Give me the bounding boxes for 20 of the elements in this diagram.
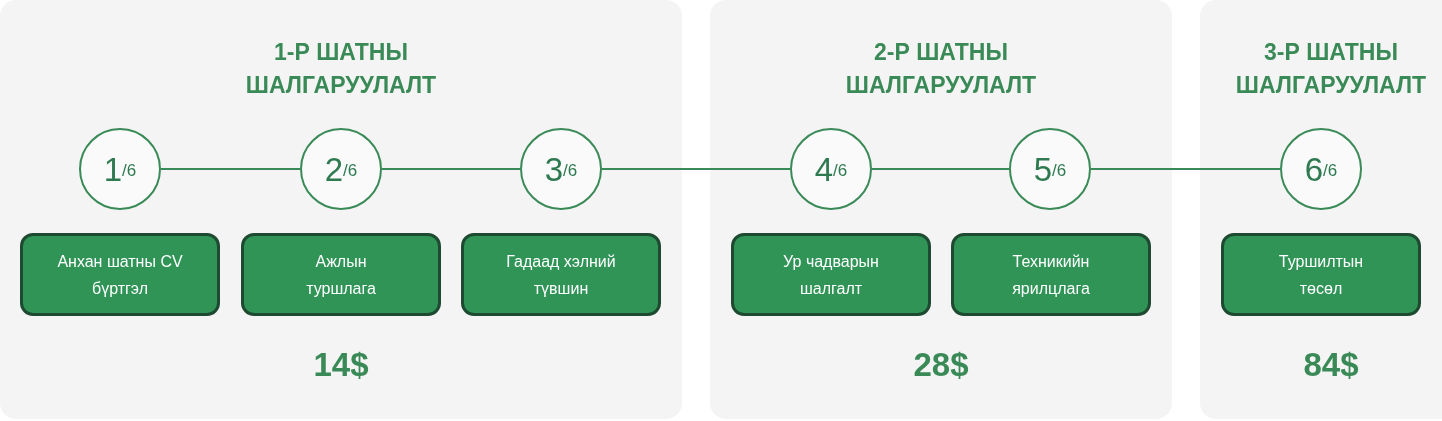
step-card: Туршилтын төсөл (1221, 233, 1421, 316)
connector-line (381, 168, 521, 170)
step-card: Ажлын туршлага (241, 233, 441, 316)
connector-line (1090, 168, 1281, 170)
step-card: Ур чадварын шалгалт (731, 233, 931, 316)
price-text: 14$ (313, 345, 369, 385)
step-card: Гадаад хэлний түвшин (461, 233, 661, 316)
step-card: Техникийн ярилцлага (951, 233, 1151, 316)
stage-title: 2-Р ШАТНЫ ШАЛГАРУУЛАЛТ (844, 38, 1038, 100)
stage-panel (710, 0, 1172, 419)
stage-panel (1200, 0, 1442, 419)
step-card: Анхан шатны CV бүртгэл (20, 233, 220, 316)
stage-title: 1-Р ШАТНЫ ШАЛГАРУУЛАЛТ (244, 38, 438, 100)
price-text: 28$ (913, 345, 969, 385)
price-text: 84$ (1303, 345, 1359, 385)
stage-title: 3-Р ШАТНЫ ШАЛГАРУУЛАЛТ (1234, 38, 1428, 100)
connector-line (601, 168, 791, 170)
connector-line (160, 168, 301, 170)
connector-line (871, 168, 1010, 170)
stage-panel (0, 0, 682, 419)
